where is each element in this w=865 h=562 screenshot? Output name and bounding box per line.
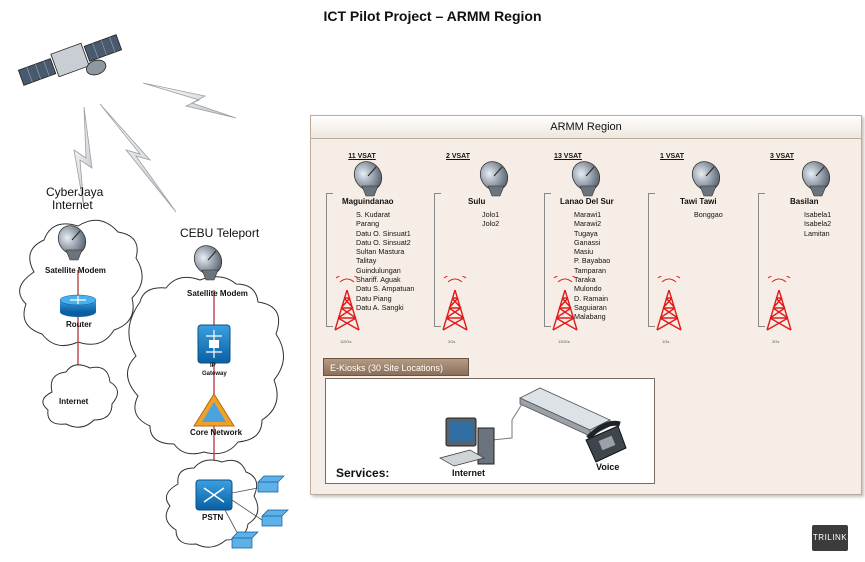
cebu-label: CEBU Teleport [180, 226, 260, 240]
province-bracket [758, 193, 765, 327]
radio-tower-icon [334, 276, 360, 331]
site-item: Datu Piang [356, 293, 392, 303]
satellite-dish-icon [568, 160, 606, 197]
province-name: Sulu [468, 197, 486, 206]
province-name: Lanao Del Sur [560, 197, 614, 206]
site-item: Tugaya [574, 228, 598, 238]
province-bracket [434, 193, 441, 327]
router-label: Router [66, 320, 92, 329]
radio-tower-icon [766, 276, 792, 331]
site-item: Bonggao [694, 210, 723, 219]
province-vsat-count: 2 VSAT [446, 153, 470, 160]
site-item: Jolo2 [482, 219, 500, 229]
gateway-label: Gateway [202, 371, 227, 377]
satellite-dish-icon [476, 160, 514, 197]
site-item: Sultan Mastura [356, 247, 405, 257]
site-item: Tamparan [574, 265, 606, 275]
ip-label: IP [210, 363, 216, 369]
cyberjaya-cloud [19, 219, 143, 347]
province-vsat-count: 11 VSAT [348, 153, 376, 160]
diagram-title: ICT Pilot Project – ARMM Region [323, 8, 542, 24]
wireless-link-3 [99, 103, 177, 213]
site-item: Datu O. Sinsuat1 [356, 228, 411, 238]
site-item: Mulondo [574, 284, 602, 294]
site-item: Ganassi [574, 237, 601, 247]
site-item: Masiu [574, 247, 594, 257]
site-item: Isabela2 [804, 219, 832, 229]
tower-label: 3Gs [772, 339, 780, 344]
kiosk-voice-label: Voice [596, 462, 620, 472]
wireless-link-1 [142, 82, 237, 119]
site-item: Shariff. Aguak [356, 275, 401, 285]
ip-gateway-icon [197, 324, 231, 364]
internet-cloud [42, 364, 118, 428]
armm-region-title: ARMM Region [310, 115, 862, 139]
site-item: S. Kudarat [356, 210, 390, 219]
satellite-dish-icon [688, 160, 726, 197]
tower-label: 2Gs [448, 339, 456, 344]
cyberjaya-sublabel: Internet [52, 198, 93, 212]
tower-label: 1Gs [662, 339, 670, 344]
province-name: Tawi Tawi [680, 197, 717, 206]
router-icon [59, 294, 97, 317]
pstn-switches [224, 475, 289, 549]
internet-label: Internet [59, 397, 89, 406]
radio-tower-icon [442, 276, 468, 331]
province-vsat-count: 13 VSAT [554, 153, 582, 160]
radio-tower-icon [656, 276, 682, 331]
site-item: Datu O. Sinsuat2 [356, 237, 411, 247]
core-network-icon [193, 393, 235, 427]
ekiosks-tab: E-Kiosks (30 Site Locations) [323, 358, 469, 376]
site-item: Jolo1 [482, 210, 500, 219]
satellite-icon [17, 34, 123, 86]
site-list: Bonggao [694, 210, 723, 219]
tower-label: 130Gs [558, 339, 570, 344]
site-item: Talitay [356, 256, 377, 266]
radio-tower-icon [552, 276, 578, 331]
site-item: Saguiaran [574, 302, 607, 312]
site-item: Datu A. Sangki [356, 302, 404, 312]
site-item: Marawi2 [574, 219, 602, 229]
province-bracket [326, 193, 333, 327]
site-item: Taraka [574, 275, 596, 285]
core-network-label: Core Network [190, 428, 243, 437]
site-item: Isabela1 [804, 210, 832, 219]
cyberjaya-label: CyberJaya [46, 185, 104, 199]
province-bracket [544, 193, 551, 327]
province-name: Basilan [790, 197, 819, 206]
province-bracket [648, 193, 655, 327]
trilink-logo: TRILINK [812, 525, 848, 551]
tower-label: 110Gs [340, 339, 352, 344]
cyberjaya-modem-label: Satellite Modem [45, 266, 106, 275]
site-item: Parang [356, 219, 380, 229]
site-item: Guindulungan [356, 265, 401, 275]
pstn-switch-icon [195, 479, 233, 511]
site-item: Datu S. Ampatuan [356, 284, 415, 294]
site-item: D. Ramain [574, 293, 608, 303]
satellite-dish-icon [350, 160, 388, 197]
wireless-link-2 [73, 106, 93, 209]
satellite-dish-icon [798, 160, 836, 197]
province-vsat-count: 1 VSAT [660, 153, 684, 160]
province-vsat-count: 3 VSAT [770, 153, 794, 160]
pstn-label: PSTN [202, 513, 224, 522]
province-name: Maguindanao [342, 197, 394, 206]
site-item: Malabang [574, 312, 606, 322]
kiosk-internet-label: Internet [452, 468, 486, 478]
services-label: Services: [336, 466, 390, 480]
site-item: P. Bayabao [574, 256, 611, 266]
cebu-modem-label: Satellite Modem [187, 289, 248, 298]
site-item: Lamitan [804, 228, 830, 238]
site-item: Marawi1 [574, 210, 602, 219]
